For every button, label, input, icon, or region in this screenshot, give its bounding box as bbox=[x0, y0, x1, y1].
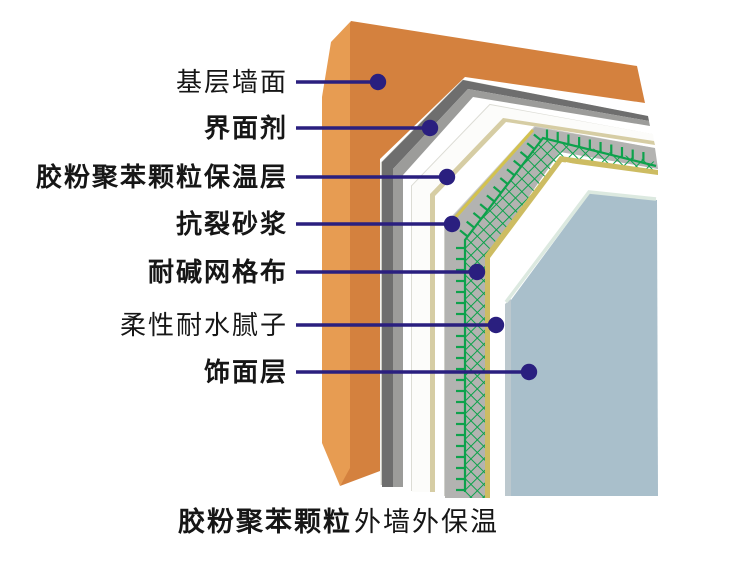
mesh-outer-line bbox=[463, 136, 657, 492]
leader-dot-4 bbox=[443, 215, 461, 233]
leader-dot-5 bbox=[468, 263, 486, 281]
finish-layer bbox=[511, 193, 658, 496]
mesh-fringe bbox=[456, 129, 645, 492]
mesh-tooth bbox=[533, 133, 542, 142]
leader-dot-1 bbox=[369, 73, 387, 91]
label-insulation: 胶粉聚苯颗粒保温层 bbox=[36, 162, 288, 192]
finish-left-edge bbox=[505, 299, 511, 496]
mesh-tooth bbox=[479, 203, 488, 211]
label-base-wall: 基层墙面 bbox=[176, 67, 288, 97]
mesh-tooth bbox=[466, 220, 475, 229]
mesh-tooth bbox=[486, 194, 495, 203]
mesh-tooth bbox=[513, 159, 522, 168]
mesh-tooth bbox=[459, 229, 468, 237]
mesh-tooth bbox=[472, 212, 482, 220]
caption: 胶粉聚苯颗粒 外墙外保温 bbox=[178, 506, 499, 537]
caption-regular-part: 外墙外保温 bbox=[354, 507, 499, 537]
label-interface: 界面剂 bbox=[204, 113, 288, 143]
leader-dot-3 bbox=[438, 168, 456, 186]
mesh-tooth bbox=[506, 168, 515, 176]
finish-bevel-edge bbox=[504, 190, 657, 304]
leader-dot-7 bbox=[520, 363, 538, 381]
label-putty: 柔性耐水腻子 bbox=[120, 310, 288, 340]
base-wall-bevel bbox=[322, 21, 351, 486]
mesh-layer bbox=[465, 138, 658, 498]
base-wall-layer bbox=[340, 21, 645, 486]
label-mesh: 耐碱网格布 bbox=[148, 257, 288, 287]
caption-bold-part: 胶粉聚苯颗粒 bbox=[178, 506, 352, 537]
mesh-tooth bbox=[492, 185, 502, 194]
mesh-tooth bbox=[499, 177, 508, 185]
label-mortar: 抗裂砂浆 bbox=[176, 209, 288, 239]
mesh-tooth bbox=[526, 142, 535, 150]
leader-dot-6 bbox=[487, 316, 505, 334]
leader-dot-2 bbox=[421, 119, 439, 137]
mortar-yellow-edge bbox=[444, 129, 535, 229]
leader-lines bbox=[296, 73, 538, 381]
mesh-tooth bbox=[519, 151, 529, 159]
label-finish: 饰面层 bbox=[204, 357, 288, 387]
layer-labels: 基层墙面 界面剂 胶粉聚苯颗粒保温层 抗裂砂浆 耐碱网格布 柔性耐水腻子 饰面层 bbox=[36, 67, 288, 387]
